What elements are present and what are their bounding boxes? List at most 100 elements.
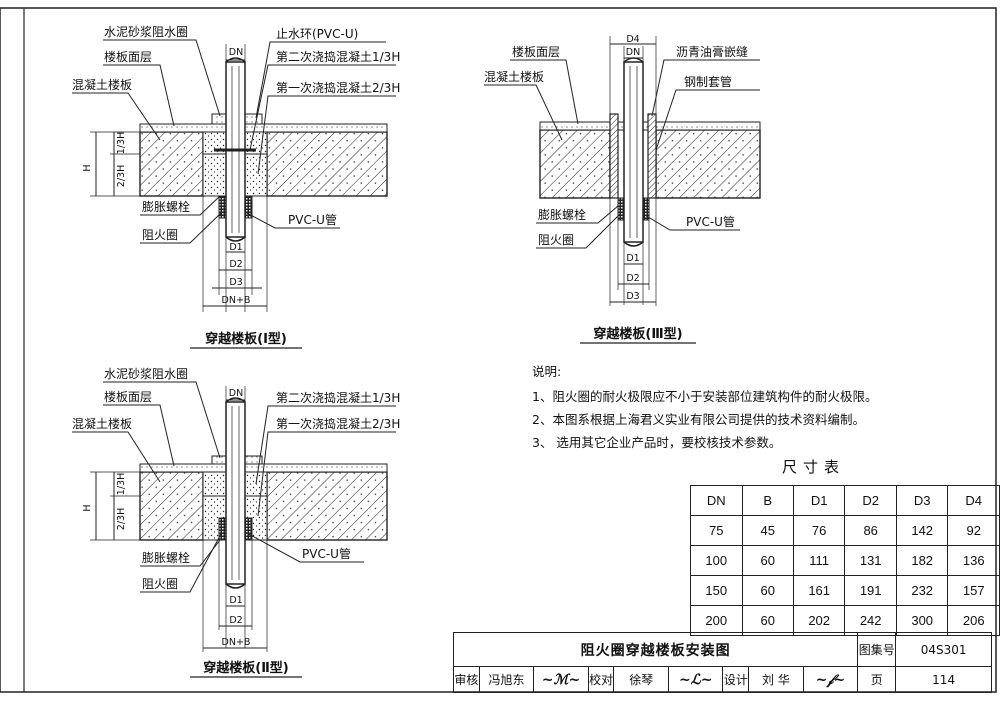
dim-H: H [82, 164, 93, 171]
checker-signature: ~ℒ~ [667, 666, 724, 693]
dim-DN: DN [229, 47, 243, 58]
dim-D1-3: D1 [626, 253, 639, 264]
slab-left [139, 131, 204, 197]
check-label: 校对 [587, 666, 615, 693]
label-pvc-pipe: PVC-U管 [288, 212, 337, 227]
note-1: 1、阻火圈的耐火极限应不小于安装部位建筑构件的耐火极限。 [532, 389, 877, 404]
note-2: 2、本图系根据上海君义实业有限公司提供的技术资料编制。 [532, 412, 865, 427]
label-steel-sleeve: 钢制套管 [684, 74, 732, 89]
signature-mark: ~ℒ~ [678, 671, 713, 688]
table-cell: 86 [844, 515, 897, 546]
checker-name: 徐琴 [613, 666, 669, 693]
notes: 说明: 1、阻火圈的耐火极限应不小于安装部位建筑构件的耐火极限。 2、本图系根据… [532, 364, 877, 450]
table-cell: 111 [792, 545, 846, 576]
label-mortar-ring-2: 水泥砂浆阻水圈 [104, 366, 188, 381]
dim-D1-2: D1 [229, 595, 242, 606]
label-water-stop: 止水环(PVC-U) [276, 27, 358, 41]
dim-D2-3: D2 [626, 273, 639, 284]
label-first-pour-2: 第一次浇捣混凝土2/3H [276, 416, 400, 431]
designer-signature: ~𝒻~ [802, 666, 859, 693]
table-cell: 60 [741, 575, 794, 606]
table-cell: 200 [690, 605, 743, 636]
table-cell: 60 [741, 545, 794, 576]
table-cell: 232 [895, 575, 949, 606]
diagram-type-3: D4 DN D1 D2 D3 楼板面层 混凝土楼板 沥青油膏嵌缝 钢制套管 膨胀… [484, 34, 761, 344]
reviewer-name: 冯旭东 [478, 666, 535, 693]
header-cell: D2 [844, 485, 897, 516]
table-row: 75 45 76 86 142 92 [690, 515, 1000, 546]
table-cell: 300 [895, 605, 949, 636]
review-label: 审核 [453, 666, 480, 693]
dim-H-2: H [82, 504, 93, 511]
dim-DN-B: DN+B [222, 295, 251, 306]
table-cell: 142 [895, 515, 949, 546]
table-row: 100 60 111 131 182 136 [690, 545, 1000, 576]
caption-type-2: 穿越楼板(Ⅱ型) [203, 660, 288, 676]
label-fire-ring-3: 阻火圈 [538, 233, 574, 247]
table-cell: 131 [844, 545, 897, 576]
label-concrete-slab-3: 混凝土楼板 [484, 69, 544, 84]
table-cell: 45 [741, 515, 794, 546]
label-fire-ring-2: 阻火圈 [142, 577, 178, 591]
table-cell: 136 [947, 545, 1000, 576]
label-anchor-bolt-2: 膨胀螺栓 [142, 550, 190, 565]
designer-name: 刘 华 [748, 666, 804, 693]
table-cell: 75 [690, 515, 743, 546]
page-number: 114 [895, 666, 992, 693]
notes-heading: 说明: [532, 364, 561, 379]
table-cell: 150 [690, 575, 743, 606]
table-cell: 242 [844, 605, 897, 636]
fire-ring-left [218, 195, 227, 219]
dim-D2: D2 [229, 259, 242, 270]
table-cell: 206 [947, 605, 1000, 636]
dim-third-H: 1/3H [116, 132, 127, 154]
table-cell: 100 [690, 545, 743, 576]
design-label: 设计 [722, 666, 750, 693]
dim-D2-2: D2 [229, 615, 242, 626]
atlas-label: 图集号 [857, 632, 897, 667]
dim-third-H-2: 1/3H [116, 473, 127, 495]
label-second-pour-2: 第二次浇捣混凝土1/3H [276, 390, 400, 405]
atlas-number: 04S301 [895, 632, 992, 667]
diagram-type-2: H 1/3H 2/3H DN D1 D2 DN+B 水泥砂浆阻水圈 楼板面层 混… [72, 366, 400, 678]
header-cell: D1 [792, 485, 846, 516]
dim-DN-B-2: DN+B [222, 637, 251, 648]
label-asphalt-seal: 沥青油膏嵌缝 [676, 44, 748, 59]
label-anchor-bolt: 膨胀螺栓 [142, 199, 190, 214]
signature-mark: ~ℳ~ [541, 671, 581, 688]
header-cell: D3 [895, 485, 949, 516]
table-cell: 182 [895, 545, 949, 576]
label-first-pour: 第一次浇捣混凝土2/3H [276, 80, 400, 95]
table-cell: 76 [792, 515, 846, 546]
table-cell: 161 [792, 575, 846, 606]
steel-sleeve-left [609, 113, 619, 199]
dim-D4: D4 [626, 34, 639, 45]
diagram-type-1: H 1/3H 2/3H DN D1 D2 D3 DN+B 水泥砂浆阻水圈 楼板 [72, 24, 400, 349]
caption-type-1: 穿越楼板(Ⅰ型) [205, 331, 287, 347]
label-mortar-ring: 水泥砂浆阻水圈 [104, 24, 188, 39]
dim-DN-2: DN [229, 388, 243, 399]
dim-two-third-H-2: 2/3H [116, 508, 127, 530]
leader-1 [103, 39, 221, 117]
table-cell: 202 [792, 605, 846, 636]
label-floor-finish-3: 楼板面层 [512, 44, 560, 59]
signature-mark: ~𝒻~ [815, 671, 846, 688]
dim-DN-3: DN [626, 47, 640, 58]
page-label: 页 [857, 666, 897, 693]
dim-D3: D3 [229, 277, 242, 288]
dim-D3-3: D3 [626, 291, 639, 302]
title-block: 阻火圈穿越楼板安装图 图集号 04S301 审核 冯旭东 ~ℳ~ 校对 徐琴 ~… [452, 632, 992, 693]
label-anchor-bolt-3: 膨胀螺栓 [538, 207, 586, 222]
label-floor-finish: 楼板面层 [104, 49, 152, 64]
steel-sleeve-right [647, 113, 657, 199]
label-pvc-pipe-2: PVC-U管 [302, 546, 351, 561]
label-floor-finish-2: 楼板面层 [104, 389, 152, 404]
table-cell: 191 [844, 575, 897, 606]
dim-D1: D1 [229, 242, 242, 253]
size-table-header: DN B D1 D2 D3 D4 [690, 485, 1000, 516]
label-second-pour: 第二次浇捣混凝土1/3H [276, 49, 400, 64]
header-cell: D4 [947, 485, 1000, 516]
table-row: 150 60 161 191 232 157 [690, 575, 1000, 606]
